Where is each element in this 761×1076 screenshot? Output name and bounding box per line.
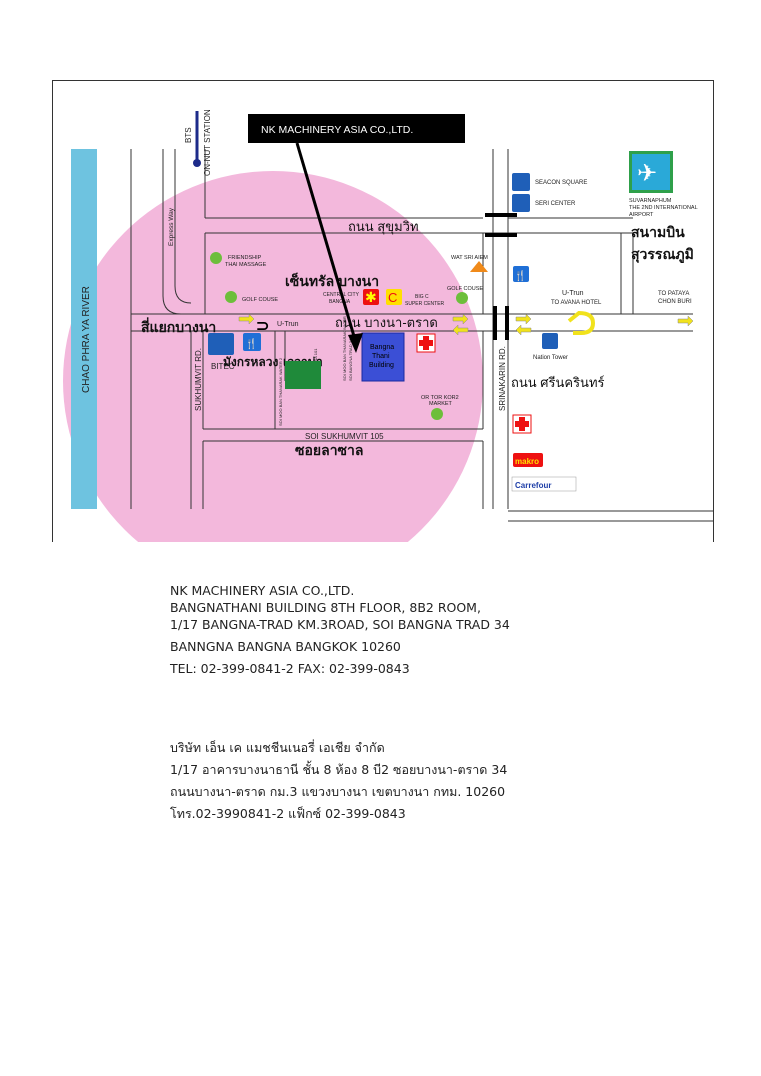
bridge-sukhumvit-2: [485, 233, 517, 237]
to-avana-label: TO AVANA HOTEL: [551, 300, 602, 306]
hospital-cross-v-2: [519, 417, 525, 431]
bangna-trad-road-label: ถนน บางนา-ตราด: [335, 315, 438, 330]
seacon-square-label: SEACON SQUARE: [535, 180, 587, 186]
road-network: [130, 149, 713, 522]
to-pataya-label-2: CHON BURI: [658, 299, 692, 305]
seri-center-label: SERI CENTER: [535, 201, 576, 207]
carrefour-logo: [511, 476, 577, 492]
central-bangna-label: เซ็นทรัล บางนา: [285, 272, 379, 289]
wat-sri-aiem-label: WAT SRI AIEM: [451, 255, 488, 261]
airport-icon-inner: [632, 154, 670, 190]
address-th-building: 1/17 อาคารบางนาธานี ชั้น 8 ห้อง 8 บี2 ซอ…: [170, 762, 508, 777]
central-city-label-2: BANGNA: [329, 299, 351, 305]
u-turn-left-label: U-Trun: [277, 321, 299, 328]
restaurant-icon-right: [513, 266, 529, 282]
address-en-city: BANNGNA BANGNA BANGKOK 10260: [170, 639, 401, 654]
bitec-icon: [208, 333, 234, 355]
address-en-street: 1/17 BANGNA-TRAD KM.3ROAD, SOI BANGNA TR…: [170, 617, 510, 632]
friendship-massage-icon: [210, 252, 222, 264]
srinakarin-road-label: ถนน ศรีนครินทร์: [511, 375, 605, 390]
big-c-icon: [363, 289, 379, 305]
friendship-massage-label-1: FRIENDSHIP: [228, 255, 262, 261]
bts-label: BTS: [184, 127, 193, 143]
seacon-square-icon: [512, 173, 530, 191]
suvarnaphum-label-2: THE 2ND INTERNATIONAL: [629, 205, 698, 211]
nation-tower-label: Nation Tower: [533, 355, 568, 361]
suvarnaphum-label-3: AIRPORT: [629, 212, 654, 218]
bridge-bangna: [493, 306, 497, 340]
soi-moo-ban-label: SOI MOO BAN THANARAK WATER 2: [278, 357, 283, 426]
restaurant-icon-left: [243, 333, 261, 351]
big-c-label-2: SUPER CENTER: [405, 301, 445, 307]
address-en-company: NK MACHINERY ASIA CO.,LTD.: [170, 583, 355, 598]
bridge-bangna-2: [505, 306, 509, 340]
hospital-cross-v: [423, 336, 429, 350]
suvarnabhumi-thai-1: สนามบิน: [631, 224, 685, 240]
english-address-block: NK MACHINERY ASIA CO.,LTD. BANGNATHANI B…: [170, 583, 510, 685]
river: [71, 149, 97, 509]
address-th-phone: โทร.02-3990841-2 แฟ็กซ์ 02-399-0843: [170, 806, 406, 821]
seri-center-icon: [512, 194, 530, 212]
lotus-icon: [386, 289, 402, 305]
carrefour-label: Carrefour: [515, 481, 551, 490]
big-c-star-icon: ✱: [365, 289, 377, 305]
soi-moo-ban-2-label: SOI MOO BAN THANARAK WATER 1: [342, 312, 347, 381]
friendship-massage-label-2: THAI MASSAGE: [225, 262, 267, 268]
golf-course-right-icon: [456, 292, 468, 304]
u-turn-right-arrow-icon: [567, 310, 596, 335]
address-th-company: บริษัท เอ็น เค แมชชีนเนอรี่ เอเชีย จํากั…: [170, 740, 385, 755]
traffic-arrows: [238, 313, 694, 336]
bts-station-label: ON-NUT STATION: [203, 109, 212, 176]
company-callout-label: NK MACHINERY ASIA CO.,LTD.: [261, 124, 413, 136]
building-label-3: Building: [369, 362, 394, 369]
address-en-phone: TEL: 02-399-0841-2 FAX: 02-399-0843: [170, 661, 410, 676]
lotus-symbol-icon: C: [388, 290, 397, 305]
makro-logo: [513, 453, 543, 467]
suvarnaphum-label-1: SUVARNAPHUM: [629, 198, 672, 204]
big-c-label-1: BIG C: [415, 294, 429, 300]
golf-course-left-icon: [225, 291, 237, 303]
location-map: CHAO PHRA YA RIVER: [52, 80, 714, 542]
srinakarin-rd-label: SRINAKARIN RD.: [498, 346, 507, 411]
sukhumvit-road-label: ถนน สุขุมวิท: [348, 219, 419, 235]
to-pataya-label-1: TO PATAYA: [658, 291, 689, 297]
address-th-street: ถนนบางนา-ตราด กม.3 แขวงบางนา เขตบางนา กท…: [170, 784, 506, 799]
thai-address-block: บริษัท เอ็น เค แมชชีนเนอรี่ เอเชีย จํากั…: [170, 740, 508, 830]
bangna-junction-label: สี่แยกบางนา: [141, 317, 217, 335]
u-turn-left-icon: ⊃: [256, 318, 269, 335]
company-callout-box: [248, 114, 465, 143]
or-tor-kor-icon: [431, 408, 443, 420]
suvarnabhumi-thai-2: สุวรรณภูมิ: [631, 246, 694, 263]
soi-sukhumvit-105-label: SOI SUKHUMVIT 105: [305, 432, 384, 441]
temple-icon: [470, 261, 488, 272]
address-en-building: BANGNATHANI BUILDING 8TH FLOOR, 8B2 ROOM…: [170, 600, 481, 615]
plane-icon: ✈: [637, 160, 657, 187]
express-way-label: Express Way: [168, 207, 175, 246]
bridge-sukhumvit: [485, 213, 517, 217]
bts-station-dot: [193, 159, 201, 167]
or-tor-kor-label-2: MARKET: [429, 401, 453, 407]
green-park-block: [285, 361, 321, 389]
building-label-1: Bangna: [370, 344, 394, 351]
bitec-label: BITEC: [211, 362, 235, 371]
soi-bangna-trad-34-label: SOI BANGNA TRAD 34: [348, 338, 353, 381]
building-label-2: Thani: [372, 353, 390, 360]
nation-tower-icon: [542, 333, 558, 349]
makro-label: makro: [515, 457, 539, 466]
or-tor-kor-label-1: OR TOR KOR2: [421, 395, 459, 401]
soi-lasalle-label: ซอยลาซาล: [295, 442, 364, 458]
sukhumvit-rd-label: SUKHUMVIT RD.: [194, 348, 203, 411]
golf-course-right-label: GOLF COUSE: [447, 286, 483, 292]
golf-course-left-label: GOLF COUSE: [242, 297, 278, 303]
mangkorn-label: มังกรหลวง: [223, 355, 278, 369]
fork-knife-icon: 🍴: [514, 269, 526, 282]
fork-knife-icon-2: 🍴: [245, 337, 257, 350]
area-zone-circle: [63, 171, 483, 542]
river-label: CHAO PHRA YA RIVER: [81, 286, 92, 393]
u-turn-right-label: U-Trun: [562, 290, 584, 297]
callout-pointer-arrow-icon: [348, 333, 363, 353]
bangna-thani-building: [361, 332, 405, 382]
callout-pointer-line: [295, 142, 358, 344]
